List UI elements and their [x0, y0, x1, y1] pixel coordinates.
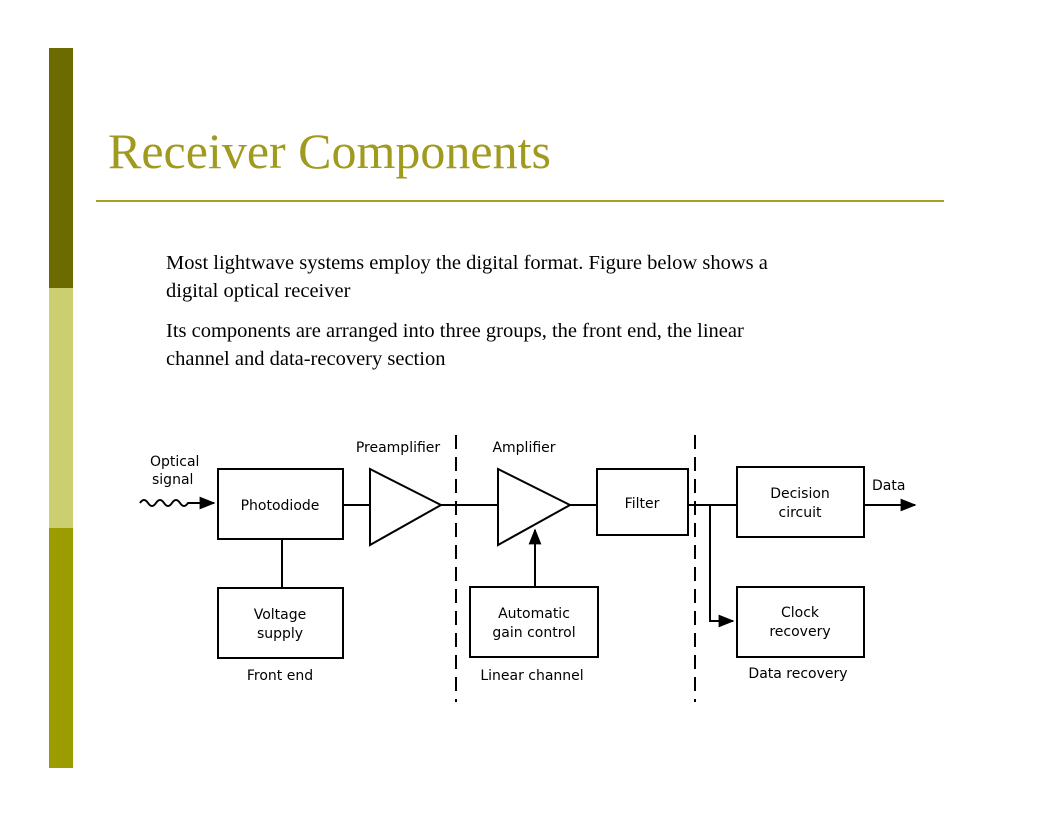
- decision-label-1: Decision: [770, 486, 830, 502]
- preamplifier-label: Preamplifier: [356, 440, 441, 456]
- front-end-label: Front end: [247, 668, 313, 684]
- voltage-supply-label-2: supply: [257, 626, 303, 642]
- optical-signal-wave: [139, 496, 216, 510]
- agc-label-1: Automatic: [498, 606, 570, 622]
- page-title: Receiver Components: [108, 123, 551, 179]
- sidebar-accent-bar: [49, 48, 73, 768]
- sidebar-segment-light: [49, 288, 73, 528]
- decision-label-2: circuit: [779, 505, 822, 521]
- clock-label-2: recovery: [769, 624, 830, 640]
- paragraph-2: Its components are arranged into three g…: [166, 320, 744, 370]
- decision-circuit-block: [736, 466, 865, 538]
- preamplifier-triangle: [369, 467, 444, 547]
- amplifier-triangle: [497, 467, 573, 547]
- paragraph-1: Most lightwave systems employ the digita…: [166, 252, 768, 302]
- photodiode-label: Photodiode: [241, 498, 320, 514]
- linear-channel-label: Linear channel: [480, 668, 583, 684]
- voltage-supply-label-1: Voltage: [254, 607, 307, 623]
- sidebar-segment-dark: [49, 48, 73, 288]
- sidebar-segment-olive: [49, 528, 73, 768]
- title-divider: [96, 200, 944, 202]
- clock-label-1: Clock: [781, 605, 820, 621]
- filter-block: [596, 468, 689, 536]
- optical-signal-label-1: Optical: [150, 454, 199, 470]
- voltage-supply-block: [217, 587, 344, 659]
- filter-label: Filter: [625, 496, 660, 512]
- agc-block: [469, 586, 599, 658]
- data-recovery-label: Data recovery: [748, 666, 847, 682]
- data-output-label: Data: [872, 478, 905, 494]
- agc-label-2: gain control: [492, 625, 575, 641]
- wire-branch-to-clock: [709, 505, 735, 628]
- optical-signal-label-2: signal: [152, 472, 193, 488]
- amplifier-label: Amplifier: [492, 440, 555, 456]
- clock-recovery-block: [736, 586, 865, 658]
